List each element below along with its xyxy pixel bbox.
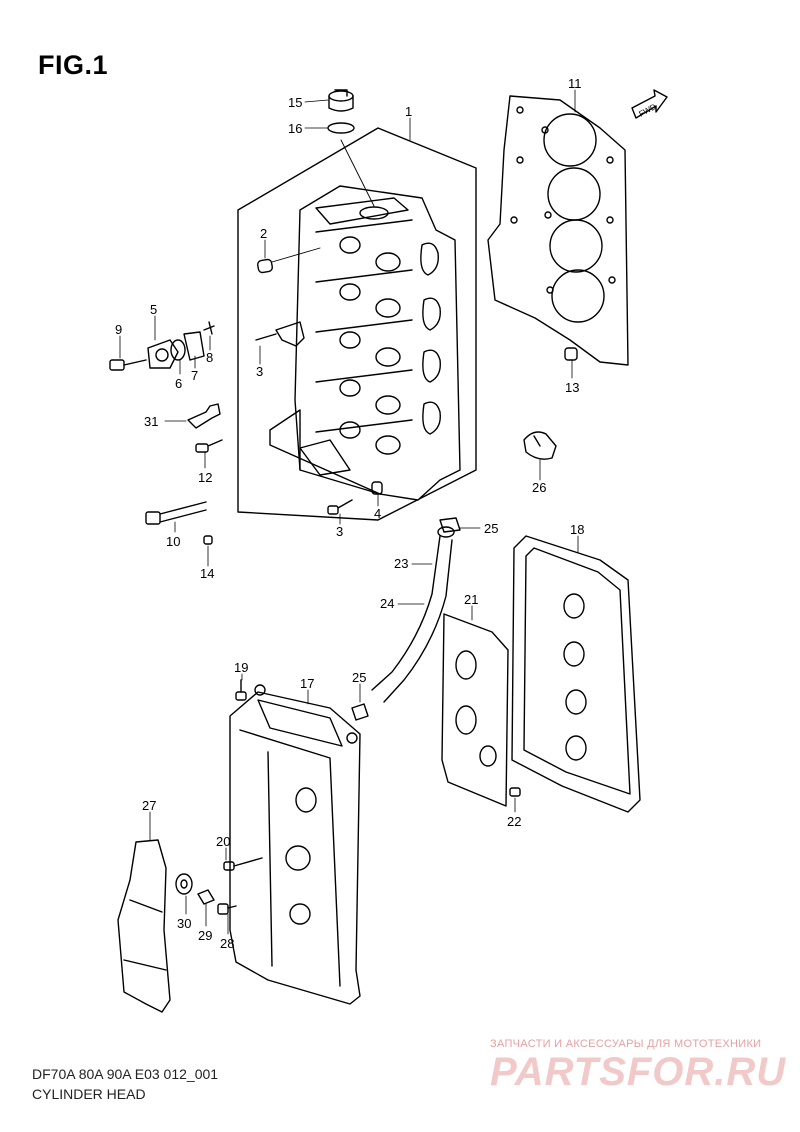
cover-27 [117,839,171,1013]
o-ring [327,122,355,134]
callout-15: 15 [288,95,302,110]
callout-31: 31 [144,414,158,429]
bolt-3b [327,499,353,515]
callout-28: 28 [220,936,234,951]
bracket-3a [275,321,305,347]
pin-4 [371,481,383,495]
temp-sensor [187,403,221,429]
callout-4: 4 [374,506,381,521]
dowel-13 [564,347,578,361]
callout-25b: 25 [352,670,366,685]
callout-3b: 3 [336,524,343,539]
callout-7: 7 [191,368,198,383]
bolt-19 [235,679,247,701]
clip-26 [523,431,557,460]
callout-9: 9 [115,322,122,337]
cylinder-head-body [269,185,461,501]
gasket-6 [170,339,186,361]
callout-23: 23 [394,556,408,571]
plug-part [328,89,354,112]
clamp-25b [351,703,369,721]
grommet-30 [175,873,193,895]
gasket-21 [441,613,509,807]
callout-17: 17 [300,676,314,691]
cap-7 [183,331,205,361]
fwd-label: FWD [637,102,658,119]
callout-27: 27 [142,798,156,813]
cam-journals [339,236,401,455]
callout-25a: 25 [484,521,498,536]
callout-21: 21 [464,592,478,607]
callout-18: 18 [570,522,584,537]
callout-16: 16 [288,121,302,136]
callout-10: 10 [166,534,180,549]
dowel-pin [256,258,274,274]
callout-12: 12 [198,470,212,485]
head-cover-17 [229,684,361,1005]
figure-name: CYLINDER HEAD [32,1086,146,1102]
breather-hose [371,526,455,703]
watermark-logo: PARTSFOR.RU [490,1050,787,1094]
head-bolt [145,501,207,525]
figure-code: DF70A 80A 90A E03 012_001 [32,1066,219,1082]
callout-26: 26 [532,480,546,495]
bolt-8 [203,321,215,335]
collar-29 [197,889,215,905]
bolt-22 [509,787,521,797]
exhaust-ports [420,242,441,435]
callout-11: 11 [568,76,582,91]
callout-13: 13 [565,380,579,395]
stud-12 [195,439,223,453]
callout-8: 8 [206,350,213,365]
bolt-9 [109,359,147,371]
callout-22: 22 [507,814,521,829]
callout-19: 19 [234,660,248,675]
watermark-caption: ЗАПЧАСТИ И АКСЕССУАРЫ ДЛЯ МОТОТЕХНИКИ [490,1038,762,1050]
bolt-28 [217,903,237,915]
callout-2: 2 [260,226,267,241]
callout-14: 14 [200,566,214,581]
head-gasket [487,95,629,366]
callout-30: 30 [177,916,191,931]
clamp-25a [439,517,461,533]
callout-6: 6 [175,376,182,391]
assembly-frame [237,127,477,521]
bolt-20 [223,857,263,871]
housing-5 [147,339,179,369]
callout-5: 5 [150,302,157,317]
pin-14 [203,535,213,545]
figure-title: FIG.1 [38,50,109,80]
callout-3a: 3 [256,364,263,379]
fwd-arrow [631,89,668,119]
callout-1: 1 [405,104,412,119]
cover-gasket-18 [511,535,641,813]
callout-24: 24 [380,596,394,611]
callout-29: 29 [198,928,212,943]
callout-20: 20 [216,834,230,849]
